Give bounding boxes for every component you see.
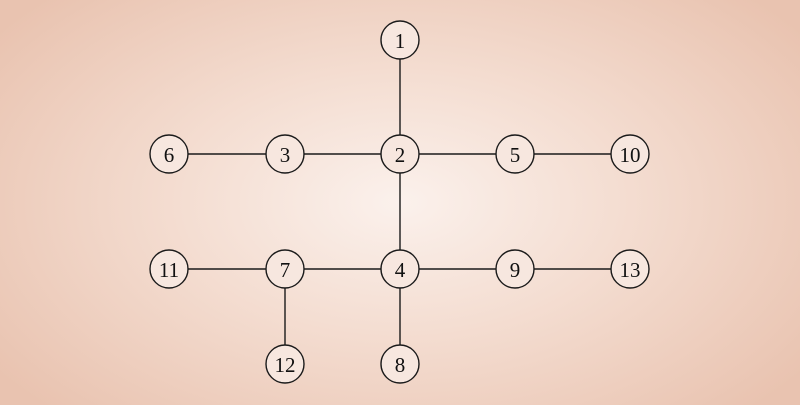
node-circle <box>610 134 650 174</box>
node-label: 10 <box>620 143 641 167</box>
node-circle <box>380 134 420 174</box>
node-label: 2 <box>395 143 406 167</box>
node-circle <box>149 249 189 289</box>
node-label: 6 <box>164 143 175 167</box>
node-circle <box>380 344 420 384</box>
node-label: 13 <box>620 258 641 282</box>
node-10: 10 <box>610 134 650 174</box>
node-5: 5 <box>495 134 535 174</box>
node-circle <box>495 134 535 174</box>
node-label: 7 <box>280 258 291 282</box>
node-7: 7 <box>265 249 305 289</box>
node-circle <box>265 134 305 174</box>
node-2: 2 <box>380 134 420 174</box>
node-13: 13 <box>610 249 650 289</box>
node-label: 12 <box>275 353 296 377</box>
node-label: 9 <box>510 258 521 282</box>
node-9: 9 <box>495 249 535 289</box>
node-6: 6 <box>149 134 189 174</box>
node-4: 4 <box>380 249 420 289</box>
node-circle <box>265 344 305 384</box>
node-label: 5 <box>510 143 521 167</box>
edges-layer <box>169 40 630 364</box>
node-3: 3 <box>265 134 305 174</box>
node-label: 11 <box>159 258 179 282</box>
node-label: 3 <box>280 143 291 167</box>
node-label: 1 <box>395 29 406 53</box>
node-circle <box>380 249 420 289</box>
node-circle <box>265 249 305 289</box>
node-circle <box>610 249 650 289</box>
node-label: 4 <box>395 258 406 282</box>
node-12: 12 <box>265 344 305 384</box>
node-8: 8 <box>380 344 420 384</box>
node-label: 8 <box>395 353 406 377</box>
node-circle <box>149 134 189 174</box>
node-circle <box>495 249 535 289</box>
node-circle <box>380 20 420 60</box>
node-1: 1 <box>380 20 420 60</box>
node-11: 11 <box>149 249 189 289</box>
